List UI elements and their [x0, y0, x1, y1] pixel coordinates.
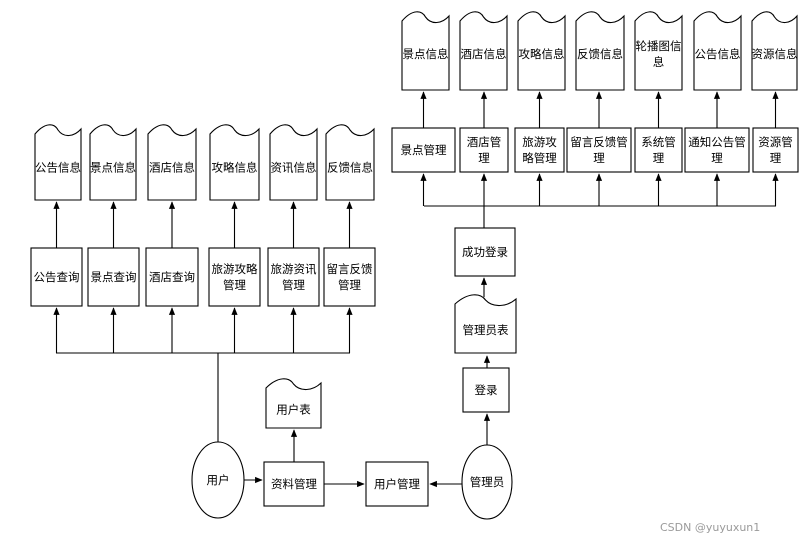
admin-store-3 [517, 11, 566, 91]
admin-store-4 [575, 11, 625, 91]
admin-store-5 [634, 11, 683, 91]
user-store-4-label: 攻略信息 [212, 161, 258, 175]
user-actor-label: 用户 [207, 473, 230, 487]
admin-actor [461, 444, 513, 520]
user-store-1 [34, 124, 82, 201]
user-store-2-label: 景点信息 [90, 161, 136, 175]
user-function-2-label: 景点查询 [91, 270, 137, 284]
user-store-2 [89, 124, 137, 201]
profile-mgmt-box [263, 461, 325, 507]
login-success-box [454, 227, 516, 277]
admin-function-6 [684, 127, 750, 173]
user-mgmt-box [365, 461, 429, 507]
user-table-store [265, 378, 322, 429]
admin-function-7 [752, 127, 799, 173]
admin-table-store [454, 294, 517, 354]
admin-store-1-label: 景点信息 [403, 47, 449, 61]
admin-function-4-label: 留言反馈管理 [570, 135, 628, 165]
admin-store-6-label: 公告信息 [695, 47, 741, 61]
login-success-box-label: 成功登录 [462, 245, 508, 259]
admin-store-6 [693, 11, 742, 91]
admin-function-3 [514, 127, 565, 173]
user-function-6 [323, 247, 376, 307]
user-actor [191, 441, 245, 519]
admin-actor-label: 管理员 [470, 475, 505, 489]
watermark: CSDN @yuyuxun1 [660, 521, 760, 534]
admin-store-4-label: 反馈信息 [577, 47, 623, 61]
user-store-5 [269, 124, 318, 201]
diagram-nodes: 公告信息景点信息酒店信息攻略信息资讯信息反馈信息公告查询景点查询酒店查询旅游攻略… [30, 11, 799, 520]
user-function-1 [30, 247, 83, 307]
user-store-6 [325, 124, 375, 201]
user-store-4 [209, 124, 260, 201]
login-box-label: 登录 [475, 383, 498, 397]
admin-function-4 [566, 127, 632, 173]
user-function-1-label: 公告查询 [34, 270, 80, 284]
user-store-1-label: 公告信息 [35, 161, 81, 175]
admin-function-1-label: 景点管理 [401, 143, 447, 157]
admin-function-3-label: 旅游攻略管理 [522, 135, 557, 165]
admin-function-7-label: 资源管理 [758, 135, 793, 165]
user-table-store-label: 用户表 [276, 403, 311, 417]
user-store-3 [147, 124, 197, 201]
connector-lines [53, 91, 779, 488]
admin-function-2 [459, 127, 509, 173]
admin-store-3-label: 攻略信息 [519, 47, 565, 61]
user-store-5-label: 资讯信息 [271, 161, 317, 175]
admin-store-5-label: 轮播图信息 [636, 39, 682, 69]
user-function-4-label: 旅游攻略管理 [212, 262, 258, 292]
admin-store-1 [401, 11, 450, 91]
admin-function-2-label: 酒店管理 [467, 135, 502, 165]
admin-table-store-label: 管理员表 [463, 323, 509, 337]
login-box [462, 367, 510, 413]
user-function-5 [267, 247, 320, 307]
user-mgmt-box-label: 用户管理 [374, 477, 420, 491]
profile-mgmt-box-label: 资料管理 [271, 477, 317, 491]
user-store-6-label: 反馈信息 [327, 161, 373, 175]
admin-store-7-label: 资源信息 [752, 47, 798, 61]
user-function-4 [208, 247, 261, 307]
admin-function-5 [634, 127, 683, 173]
admin-store-2 [459, 11, 508, 91]
user-function-3-label: 酒店查询 [149, 270, 195, 284]
user-function-6-label: 留言反馈管理 [327, 262, 373, 292]
user-function-2 [87, 247, 140, 307]
admin-function-6-label: 通知公告管理 [688, 135, 746, 165]
user-function-5-label: 旅游资讯管理 [271, 262, 317, 292]
admin-store-2-label: 酒店信息 [461, 47, 507, 61]
user-store-3-label: 酒店信息 [149, 161, 195, 175]
user-function-3 [145, 247, 199, 307]
admin-function-1 [391, 127, 456, 173]
admin-store-7 [751, 11, 798, 91]
admin-function-5-label: 系统管理 [641, 135, 676, 165]
